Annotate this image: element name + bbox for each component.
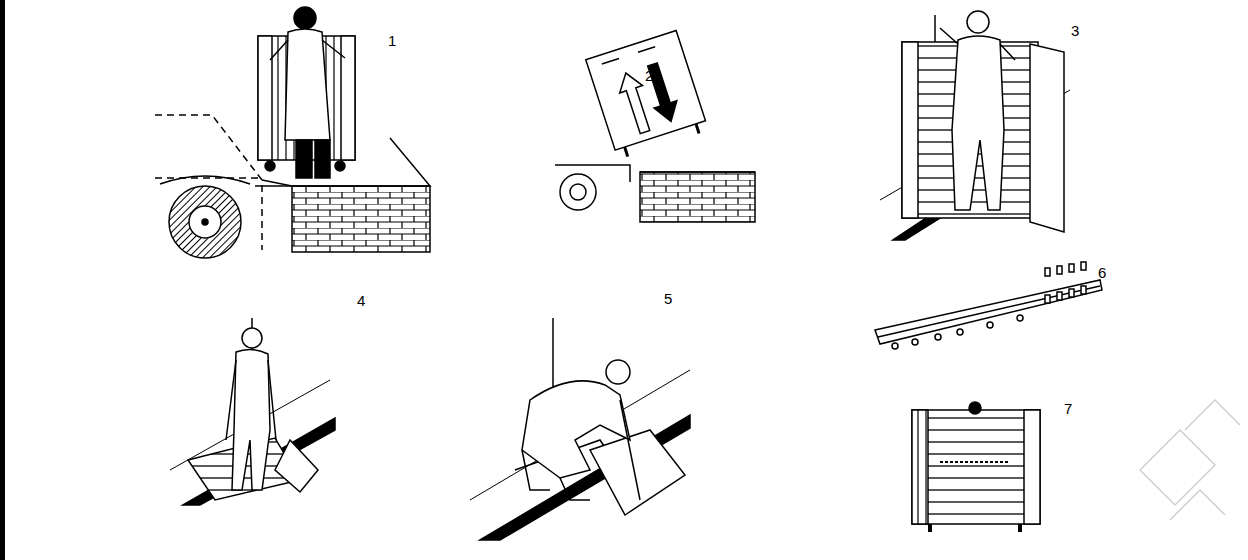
panel-unloading — [155, 7, 430, 258]
callout-number: 3 — [1071, 23, 1079, 38]
callout-number: 5 — [664, 291, 672, 306]
callout-number: 1 — [388, 33, 396, 48]
watermark-strokes — [1140, 400, 1240, 520]
panel-lowering — [170, 318, 335, 505]
panel-tipping — [555, 30, 755, 222]
page-bar — [0, 0, 5, 560]
bar-part — [875, 262, 1102, 349]
callout-number: 6 — [1098, 265, 1106, 280]
callout-number: 7 — [1064, 401, 1072, 416]
callout-number: 4 — [357, 293, 365, 308]
radiator-part — [912, 402, 1040, 532]
panel-placing — [880, 11, 1070, 240]
callout-number: 2 — [645, 68, 653, 83]
panel-crouching — [470, 318, 690, 540]
